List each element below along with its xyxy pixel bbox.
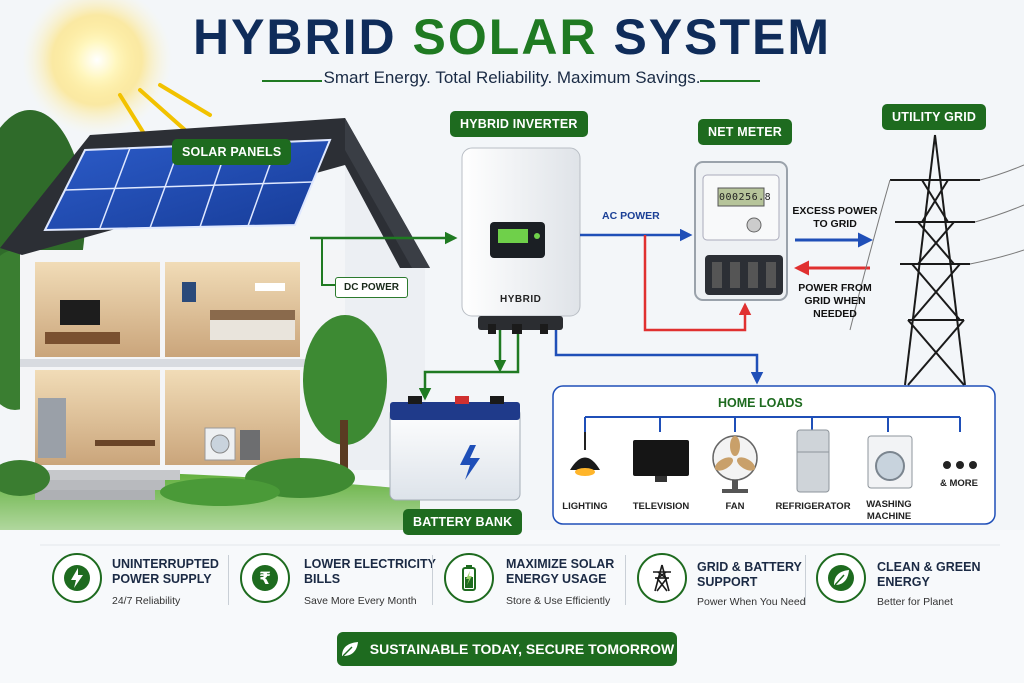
benefit-sub-green: Better for Planet (877, 596, 953, 608)
load-label-fan: FAN (725, 501, 745, 512)
more-icon (943, 461, 977, 469)
benefit-divider (805, 555, 806, 605)
power-from-grid-label: POWER FROM GRID WHEN NEEDED (798, 282, 872, 321)
battery-icon (444, 553, 494, 603)
home-loads-title: HOME LOADS (718, 396, 803, 410)
benefit-item-solar (444, 553, 494, 603)
solar-panels-tag: SOLAR PANELS (172, 139, 292, 165)
benefit-title-grid: GRID & BATTERY SUPPORT (697, 560, 802, 589)
meter-reading: 000256.8 (719, 192, 772, 203)
net-meter-tag: NET METER (698, 119, 793, 145)
load-label-television: TELEVISION (632, 501, 690, 512)
benefit-sub-bills: Save More Every Month (304, 595, 417, 607)
benefit-item-grid (637, 553, 687, 603)
svg-text:₹: ₹ (259, 569, 271, 589)
inverter-brand-label: HYBRID (500, 294, 542, 305)
benefit-sub-grid: Power When You Need (697, 596, 806, 608)
title-part-1: HYBRID (192, 9, 413, 65)
fan-icon (712, 435, 758, 493)
inverter-unit (461, 147, 581, 334)
footer-banner: SUSTAINABLE TODAY, SECURE TOMORROW (337, 632, 677, 666)
washer-icon (867, 435, 913, 489)
load-label-more: & MORE (940, 478, 978, 489)
benefit-item-bills: ₹ (240, 553, 290, 603)
benefit-title-solar: MAXIMIZE SOLAR ENERGY USAGE (506, 557, 615, 586)
excess-power-label: EXCESS POWER TO GRID (792, 205, 878, 231)
ac-power-label: AC POWER (602, 210, 660, 222)
benefit-divider (432, 555, 433, 605)
lamp-icon (570, 432, 600, 476)
benefit-title-green: CLEAN & GREEN ENERGY (877, 560, 981, 589)
load-label-washing-machine: WASHING MACHINE (866, 499, 912, 522)
benefit-item-green (816, 553, 866, 603)
benefit-divider (228, 555, 229, 605)
benefit-divider (625, 555, 626, 605)
tower-icon (637, 553, 687, 603)
hybrid-inverter-tag: HYBRID INVERTER (450, 111, 588, 137)
fridge-icon (796, 429, 830, 493)
tv-icon (633, 440, 689, 482)
net-meter-unit (694, 161, 788, 301)
utility-grid-tag: UTILITY GRID (882, 104, 987, 130)
title-part-2: SOLAR (412, 9, 598, 65)
title-part-3: SYSTEM (597, 9, 832, 65)
sun-icon (22, 0, 172, 135)
leaf-icon (816, 553, 866, 603)
bolt-leaf-icon (52, 553, 102, 603)
benefit-title-bills: LOWER ELECTRICITY BILLS (304, 557, 436, 586)
load-label-refrigerator: REFRIGERATOR (775, 501, 851, 512)
subtitle: Smart Energy. Total Reliability. Maximum… (323, 68, 701, 87)
leaf-icon (341, 642, 358, 657)
subtitle-rule-right (700, 80, 760, 82)
page-title: HYBRID SOLAR SYSTEM (0, 8, 1024, 66)
benefit-sub-solar: Store & Use Efficiently (506, 595, 611, 607)
load-label-lighting: LIGHTING (562, 501, 608, 512)
transmission-tower (890, 134, 980, 386)
footer-text: SUSTAINABLE TODAY, SECURE TOMORROW (369, 641, 675, 657)
battery-bank-tag: BATTERY BANK (403, 509, 523, 535)
subtitle-rule-left (262, 80, 322, 82)
dc-power-label: DC POWER (335, 277, 408, 298)
battery-unit (389, 396, 521, 501)
benefit-sub-supply: 24/7 Reliability (112, 595, 181, 607)
benefit-item-supply (52, 553, 102, 603)
rupee-icon: ₹ (240, 553, 290, 603)
benefit-title-supply: UNINTERRUPTED POWER SUPPLY (112, 557, 219, 586)
